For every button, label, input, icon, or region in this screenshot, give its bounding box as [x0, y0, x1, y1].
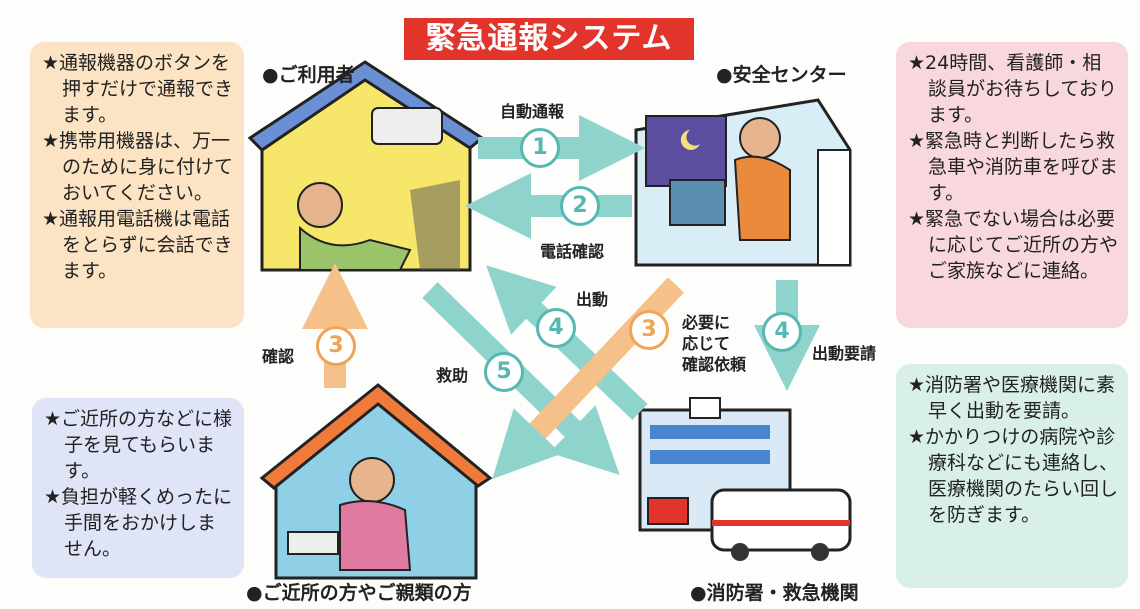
safety-center-illustration	[634, 98, 852, 267]
neighbor-house-illustration	[259, 383, 493, 580]
info-item: ★通報機器のボタンを押すだけで通報できます。	[42, 52, 234, 126]
info-box-fire: ★消防署や医療機関に素早く出動を要請。 ★かかりつけの病院や診療科などにも連絡し…	[896, 364, 1128, 588]
flow-label-confirm-request: 必要に 応じて 確認依頼	[682, 312, 762, 375]
caption-neighbor: ●ご近所の方やご親類の方	[246, 582, 472, 604]
flow-label-line: 必要に	[682, 313, 731, 332]
caption-center: ●安全センター	[716, 64, 847, 86]
caption-user: ●ご利用者	[262, 64, 355, 86]
info-item: ★通報用電話機は電話をとらずに会話できます。	[42, 208, 233, 282]
flow-number-3-request: 3	[629, 310, 669, 350]
flow-number-1: 1	[520, 128, 560, 168]
info-item: ★負担が軽くめったに手間をおかけしません。	[44, 486, 233, 560]
info-item: ★緊急時と判断したら救急車や消防車を呼びます。	[908, 130, 1119, 204]
info-item: ★携帯用機器は、万一のために身に付けておいてください。	[42, 130, 234, 204]
hospital-illustration	[638, 397, 852, 561]
diagram-title: 緊急通報システム	[404, 18, 694, 60]
info-box-neighbor: ★ご近所の方などに様子を見てもらいます。 ★負担が軽くめったに手間をおかけしませ…	[32, 398, 244, 578]
flow-label-line: 応じて	[682, 334, 731, 353]
flow-label-dispatch: 出動	[576, 290, 609, 309]
user-house-illustration	[247, 60, 485, 272]
flow-label-rescue: 救助	[436, 366, 469, 385]
flow-number-5: 5	[484, 352, 524, 392]
flow-label-line: 確認依頼	[682, 355, 747, 374]
flow-label-confirm: 確認	[262, 347, 295, 366]
info-box-user: ★通報機器のボタンを押すだけで通報できます。 ★携帯用機器は、万一のために身に付…	[30, 42, 244, 328]
flow-number-4-dispatch: 4	[536, 308, 576, 348]
flow-number-3-confirm: 3	[316, 326, 356, 366]
info-item: ★ご近所の方などに様子を見てもらいます。	[44, 408, 233, 482]
info-item: ★かかりつけの病院や診療科などにも連絡し、医療機関のたらい回しを防ぎます。	[908, 426, 1119, 526]
caption-fire: ●消防署・救急機関	[690, 582, 859, 604]
info-item: ★緊急でない場合は必要に応じてご近所の方やご家族などに連絡。	[908, 208, 1119, 282]
flow-label-auto-report: 自動通報	[500, 102, 565, 121]
flow-number-4-request: 4	[762, 312, 802, 352]
flow-label-dispatch-request: 出動要請	[812, 344, 877, 363]
flow-number-2: 2	[560, 186, 600, 226]
info-item: ★24時間、看護師・相談員がお待ちしております。	[908, 52, 1117, 126]
flow-label-phone-confirm: 電話確認	[540, 242, 605, 261]
info-item: ★消防署や医療機関に素早く出動を要請。	[908, 374, 1116, 422]
info-box-center: ★24時間、看護師・相談員がお待ちしております。 ★緊急時と判断したら救急車や消…	[896, 42, 1128, 328]
